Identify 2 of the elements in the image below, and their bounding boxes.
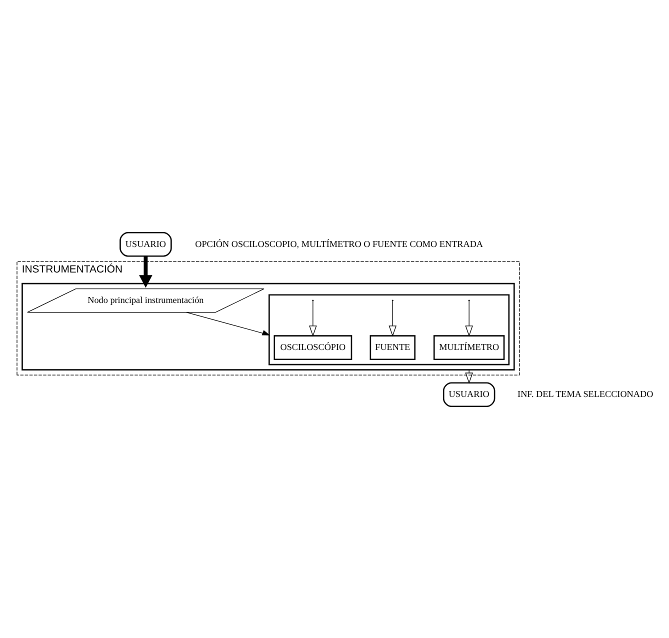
node-label: OPCIÓN OSCILOSCOPIO, MULTÍMETRO O FUENTE COMO ENTRADA — [195, 238, 484, 248]
node-label: INF. DEL TEMA SELECCIONADO — [518, 388, 654, 399]
